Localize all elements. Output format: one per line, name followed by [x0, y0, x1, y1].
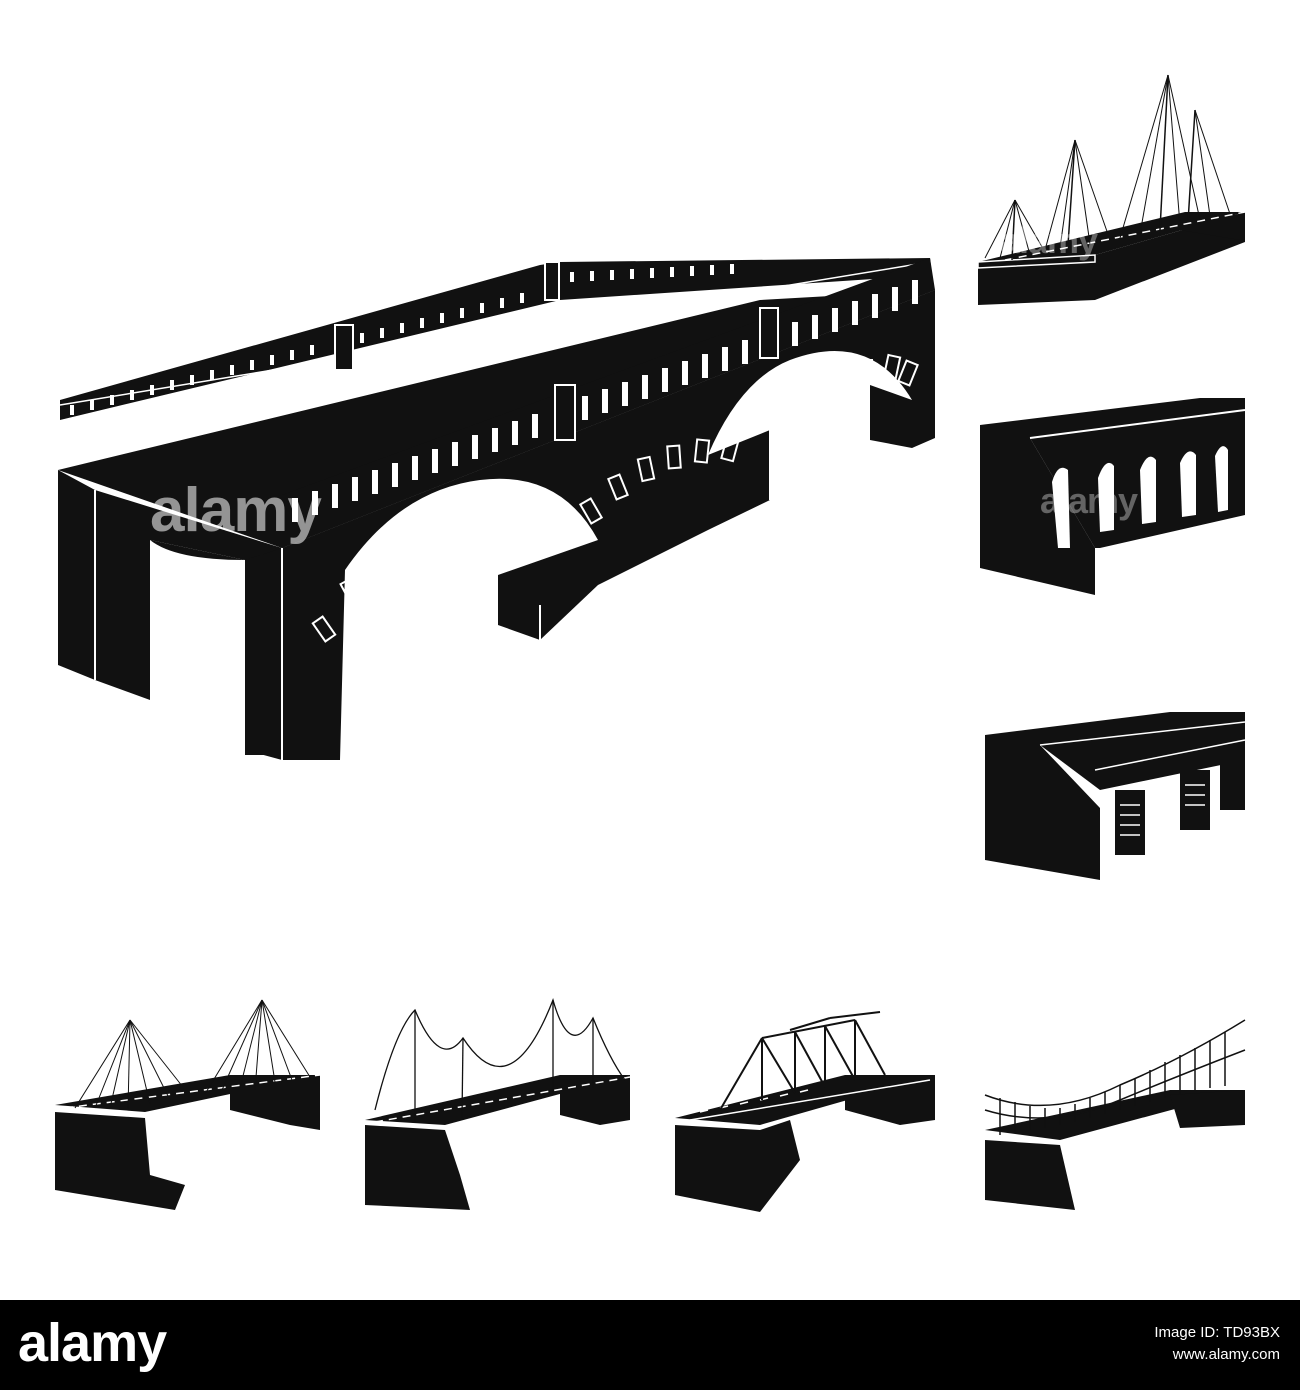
cable-stayed-twin-pylon-bridge-icon	[55, 999, 321, 1210]
image-id-label: Image ID: TD93BX	[1154, 1324, 1280, 1341]
icon-set-canvas	[55, 74, 1246, 1212]
footer-bar: alamy Image ID: TD93BX www.alamy.com	[0, 1300, 1300, 1390]
cable-stayed-bridge-icon	[977, 74, 1246, 305]
rope-suspension-bridge-icon	[984, 1019, 1246, 1210]
girder-bridge-icon	[985, 712, 1246, 880]
footer-meta: Image ID: TD93BX www.alamy.com	[1154, 1322, 1280, 1366]
alamy-logo: alamy	[18, 1313, 167, 1373]
arched-viaduct-bridge-icon	[980, 398, 1246, 595]
truss-bridge-icon	[675, 1011, 935, 1212]
stone-arch-bridge-icon	[58, 258, 935, 760]
site-url: www.alamy.com	[1172, 1346, 1280, 1363]
suspension-bridge-icon	[365, 997, 631, 1210]
